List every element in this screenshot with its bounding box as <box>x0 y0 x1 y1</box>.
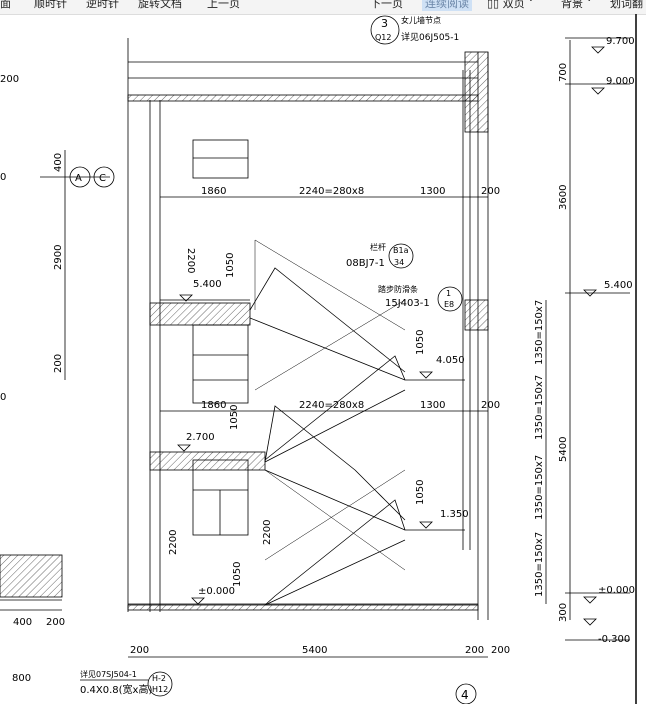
toolbar-item-view[interactable]: 面 <box>0 0 11 10</box>
double-page-icon: ▯▯ <box>487 0 503 10</box>
bottom-note-size: 0.4X0.8(宽x高) <box>80 683 152 696</box>
level-2700: 2.700 <box>186 432 215 443</box>
vdim-2200a: 2200 <box>185 248 196 273</box>
chevron-down-icon: ˅ <box>524 0 534 10</box>
dim-5400: 5400 <box>558 437 569 462</box>
left-dim-0a: 0 <box>0 172 6 183</box>
top-dim-1860: 1860 <box>201 186 226 197</box>
level-4050: 4.050 <box>436 355 465 366</box>
viewer-toolbar: 面 顺时针 逆时针 旋转文档 上一页 下一页 连续阅读 ▯▯ 双页 ˅ 背景 ˅… <box>0 0 646 15</box>
top-dim-200: 200 <box>481 186 500 197</box>
elevation-9000: 9.000 <box>606 76 635 87</box>
toolbar-background-button[interactable]: 背景 ˅ <box>561 0 592 11</box>
toolbar-rotate-cw-button[interactable]: 顺时针 <box>34 0 67 10</box>
axis-a-label: A <box>75 173 82 184</box>
toolbar-double-page-button[interactable]: ▯▯ 双页 ˅ <box>487 0 534 11</box>
bottom-dim-5400: 5400 <box>302 645 327 656</box>
dim-flight-4: 1350=150x7 <box>534 300 545 365</box>
dim-300: 300 <box>558 603 569 622</box>
mid-dim-200: 200 <box>481 400 500 411</box>
nosing-sheet: E8 <box>444 300 454 309</box>
toolbar-double-page-label: 双页 <box>502 0 525 10</box>
bottom-note-num: H-2 <box>152 674 166 683</box>
toolbar-rotate-doc-button[interactable]: 旋转文档 <box>138 0 182 10</box>
railing-label: 栏杆 <box>370 242 386 252</box>
left-dim-200b: 200 <box>53 354 64 373</box>
vdim-2200b: 2200 <box>262 520 273 545</box>
dim-flight-1: 1350=150x7 <box>534 532 545 597</box>
dim-3600: 3600 <box>558 185 569 210</box>
detail-top-sheet: Q12 <box>375 33 391 42</box>
grid-axis-4: 4 <box>461 688 469 702</box>
dim-700: 700 <box>558 63 569 82</box>
top-dim-1300: 1300 <box>420 186 445 197</box>
mid-dim-1300: 1300 <box>420 400 445 411</box>
dim-flight-3: 1350=150x7 <box>534 375 545 440</box>
left-dim-800: 800 <box>12 673 31 684</box>
detail-top-num: 3 <box>381 17 388 30</box>
bottom-dim-200c: 200 <box>491 645 510 656</box>
mid-dim-2240: 2240=280x8 <box>299 400 364 411</box>
railing-num: B1a <box>393 246 409 255</box>
elevation-neg0300: -0.300 <box>598 634 630 645</box>
axis-c-label: C <box>99 173 106 184</box>
nosing-num: 1 <box>446 289 451 298</box>
chevron-down-icon: ˅ <box>583 0 592 10</box>
detail-top-ref: 详见06J505-1 <box>401 31 459 43</box>
vdim-1050a: 1050 <box>225 253 236 278</box>
nosing-label: 踏步防滑条 <box>378 284 418 294</box>
top-dim-2240: 2240=280x8 <box>299 186 364 197</box>
elevation-9700: 9.700 <box>606 36 635 47</box>
bottom-dim-200b: 200 <box>465 645 484 656</box>
left-dim-400: 400 <box>53 153 64 172</box>
level-1350: 1.350 <box>440 509 469 520</box>
left-dim-200c: 200 <box>46 617 65 628</box>
toolbar-next-page-button[interactable]: 下一页 <box>370 0 403 10</box>
nosing-ref: 15J403-1 <box>385 298 430 309</box>
railing-sheet: 34 <box>394 258 404 267</box>
bottom-dim-200a: 200 <box>130 645 149 656</box>
bottom-note-sheet: H12 <box>152 685 168 694</box>
mid-dim-1860: 1860 <box>201 400 226 411</box>
railing-ref: 08BJ7-1 <box>346 258 385 269</box>
left-dim-2900: 2900 <box>53 245 64 270</box>
level-0000: ±0.000 <box>198 586 235 597</box>
toolbar-translate-button[interactable]: 划词翻 <box>610 0 643 10</box>
toolbar-background-label: 背景 <box>561 0 583 10</box>
toolbar-prev-page-button[interactable]: 上一页 <box>207 0 240 10</box>
left-dim-400b: 400 <box>13 617 32 628</box>
vdim-1050b: 1050 <box>415 330 426 355</box>
left-dim-0b: 0 <box>0 392 6 403</box>
bottom-note-ref: 详见07SJ504-1 <box>80 669 137 679</box>
elevation-0000: ±0.000 <box>598 585 635 596</box>
vdim-1050e: 1050 <box>232 562 243 587</box>
level-5400: 5.400 <box>193 279 222 290</box>
vdim-1050d: 1050 <box>415 480 426 505</box>
vdim-1050c: 1050 <box>229 405 240 430</box>
left-dim-200: 200 <box>0 74 19 85</box>
elevation-5400: 5.400 <box>604 280 633 291</box>
toolbar-continuous-button[interactable]: 连续阅读 <box>422 0 472 11</box>
detail-top-title: 女儿墙节点 <box>401 15 441 25</box>
dim-flight-2: 1350=150x7 <box>534 455 545 520</box>
vdim-2200c: 2200 <box>168 530 179 555</box>
toolbar-rotate-ccw-button[interactable]: 逆时针 <box>86 0 119 10</box>
